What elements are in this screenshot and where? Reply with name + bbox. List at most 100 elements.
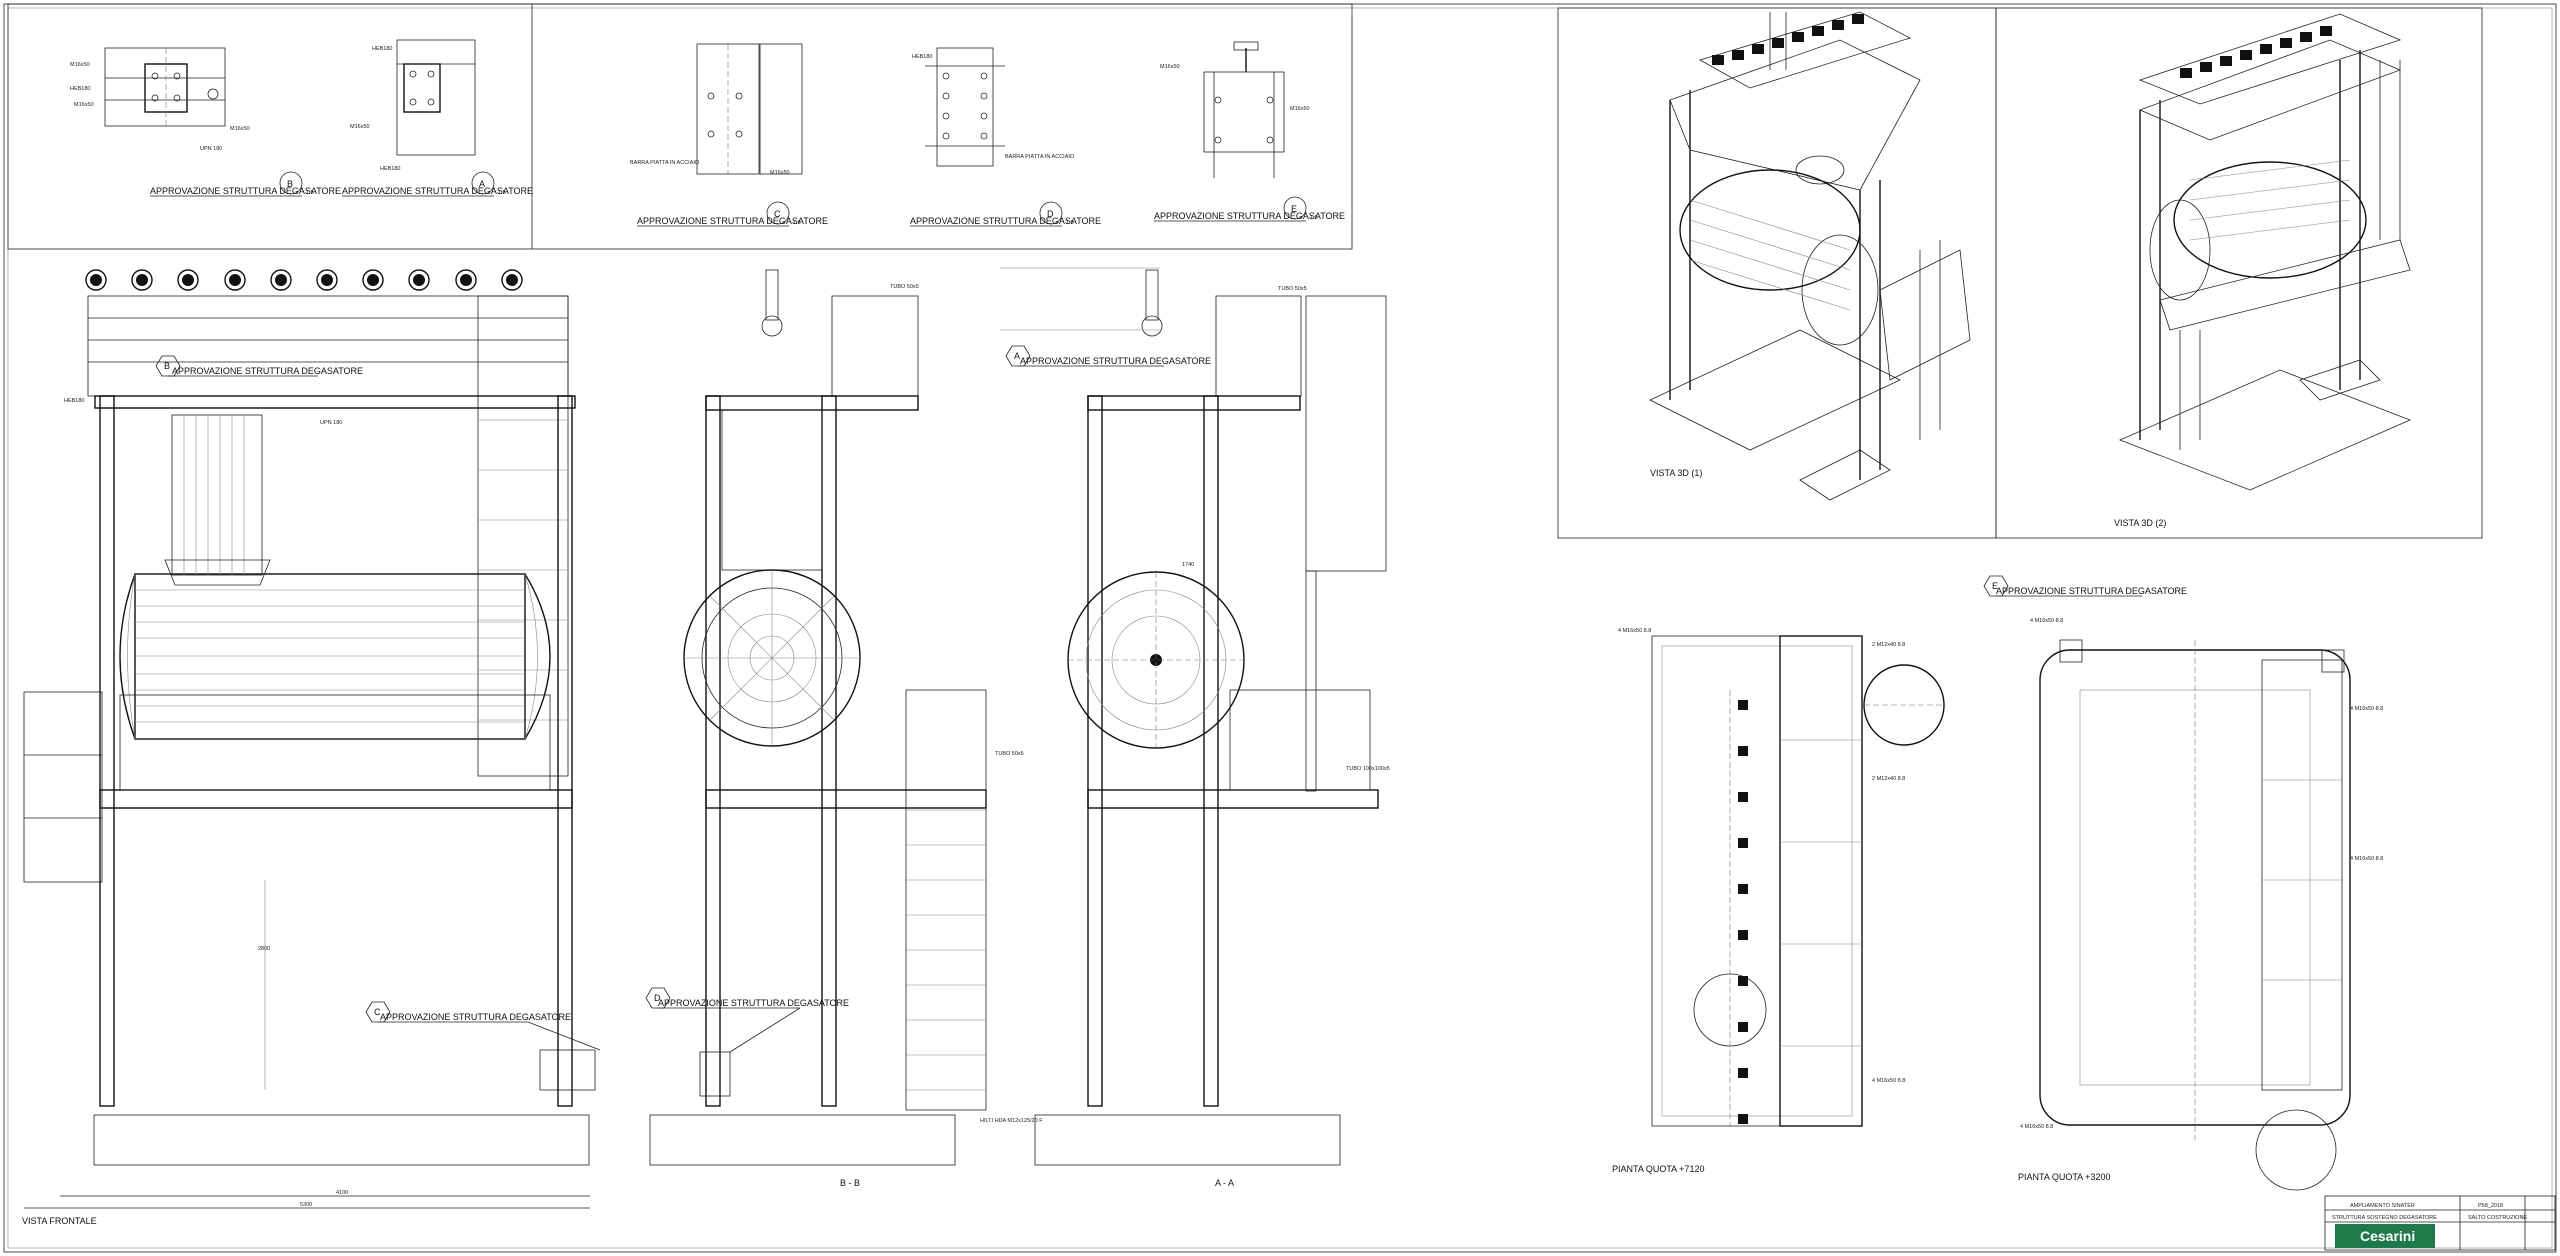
svg-text:APPROVAZIONE STRUTTURA DEGASAT: APPROVAZIONE STRUTTURA DEGASATORE — [1154, 211, 1345, 221]
callout-a: A APPROVAZIONE STRUTTURA DEGASATORE — [1005, 345, 1211, 367]
svg-text:SALTO COSTRUZIONE: SALTO COSTRUZIONE — [2468, 1215, 2527, 1221]
svg-text:M16x50: M16x50 — [70, 62, 90, 68]
svg-text:TUBO 50x5: TUBO 50x5 — [1278, 286, 1307, 292]
callout-d: D APPROVAZIONE STRUTTURA DEGASATORE — [645, 987, 849, 1053]
svg-text:APPROVAZIONE STRUTTURA DEGASAT: APPROVAZIONE STRUTTURA DEGASATORE — [910, 216, 1101, 226]
svg-text:TUBO 50x5: TUBO 50x5 — [890, 284, 919, 290]
svg-text:4 M16x50 8.8: 4 M16x50 8.8 — [1618, 628, 1651, 634]
svg-text:D: D — [1047, 209, 1054, 219]
svg-text:HILTI HDA M12x125/20 F: HILTI HDA M12x125/20 F — [980, 1118, 1043, 1124]
svg-text:4100: 4100 — [336, 1190, 348, 1196]
detail-strip: M16x50 HEB180 M16x50 M16x50 UPN 180 B AP… — [7, 3, 1353, 250]
svg-text:VISTA 3D (2): VISTA 3D (2) — [2114, 518, 2166, 528]
svg-text:M16x50: M16x50 — [350, 124, 370, 130]
svg-text:1:5: 1:5 — [498, 190, 506, 196]
svg-text:2 M12x40 8.8: 2 M12x40 8.8 — [1872, 642, 1905, 648]
svg-text:VISTA FRONTALE: VISTA FRONTALE — [22, 1216, 97, 1226]
callout-c: C APPROVAZIONE STRUTTURA DEGASATORE — [365, 1001, 601, 1051]
detail-c-drawing: BARRA PIATTA IN ACCIAIO M16x50 — [630, 43, 803, 176]
svg-text:M16x50: M16x50 — [1290, 106, 1310, 112]
svg-text:2 M12x40 8.8: 2 M12x40 8.8 — [1872, 776, 1905, 782]
svg-text:1:5: 1:5 — [306, 190, 314, 196]
svg-text:UPN 180: UPN 180 — [200, 146, 222, 152]
svg-text:1:5: 1:5 — [1310, 215, 1318, 221]
section-aa: 1740 TUBO 50x5 TUBO 100x100x5 A - A — [1000, 267, 1390, 1188]
aa-vessel-end — [1067, 571, 1245, 749]
svg-text:HEB180: HEB180 — [380, 166, 401, 172]
svg-text:B: B — [287, 179, 293, 189]
detail-b-drawing: M16x50 HEB180 M16x50 M16x50 UPN 180 — [70, 47, 250, 152]
detail-d-drawing: HEB180 BARRA PIATTA IN ACCIAIO — [912, 47, 1075, 167]
svg-text:A - A: A - A — [1215, 1178, 1234, 1188]
top-nozzles — [85, 269, 523, 291]
svg-text:APPROVAZIONE STRUTTURA DEGASAT: APPROVAZIONE STRUTTURA DEGASATORE — [658, 998, 849, 1008]
svg-text:Cesarini: Cesarini — [2360, 1228, 2415, 1244]
svg-text:C: C — [774, 209, 781, 219]
svg-text:E: E — [1992, 581, 1998, 591]
iso-view-1: VISTA 3D (1) — [1649, 11, 1971, 501]
plan-7120: 4 M16x50 8.8 2 M12x40 8.8 2 M12x40 8.8 4… — [1612, 628, 1945, 1174]
svg-text:APPROVAZIONE STRUTTURA DEGASAT: APPROVAZIONE STRUTTURA DEGASATORE — [637, 216, 828, 226]
detail-b-label: B APPROVAZIONE STRUTTURA DEGASATORE 1:5 — [150, 171, 341, 197]
svg-text:M16x50: M16x50 — [230, 126, 250, 132]
detail-e-drawing: M16x50 M16x50 — [1160, 41, 1310, 178]
svg-text:B: B — [164, 361, 170, 371]
svg-text:B - B: B - B — [840, 1178, 860, 1188]
bb-vessel-end — [683, 409, 861, 747]
svg-text:M16x50: M16x50 — [1160, 64, 1180, 70]
svg-text:HEB180: HEB180 — [64, 398, 85, 404]
svg-text:E: E — [1291, 204, 1297, 214]
callout-b: B APPROVAZIONE STRUTTURA DEGASATORE — [155, 355, 363, 377]
svg-text:APPROVAZIONE STRUTTURA DEGASAT: APPROVAZIONE STRUTTURA DEGASATORE — [172, 366, 363, 376]
svg-text:HEB180: HEB180 — [372, 46, 393, 52]
svg-text:TUBO 100x100x5: TUBO 100x100x5 — [1346, 766, 1390, 772]
svg-text:4 M16x50 8.8: 4 M16x50 8.8 — [2350, 706, 2383, 712]
svg-text:5300: 5300 — [300, 1202, 312, 1208]
detail-c-label: C APPROVAZIONE STRUTTURA DEGASATORE 1:5 — [637, 201, 828, 227]
svg-text:PIANTA QUOTA +7120: PIANTA QUOTA +7120 — [1612, 1164, 1704, 1174]
svg-text:BARRA PIATTA IN ACCIAIO: BARRA PIATTA IN ACCIAIO — [1005, 154, 1075, 160]
svg-text:APPROVAZIONE STRUTTURA DEGASAT: APPROVAZIONE STRUTTURA DEGASATORE — [380, 1012, 571, 1022]
title-block: AMPLIAMENTO SINATER STRUTTURA SOSTEGNO D… — [2324, 1195, 2556, 1251]
front-vessel — [119, 414, 551, 740]
svg-text:APPROVAZIONE STRUTTURA DEGASAT: APPROVAZIONE STRUTTURA DEGASATORE — [342, 186, 533, 196]
svg-text:BARRA PIATTA IN ACCIAIO: BARRA PIATTA IN ACCIAIO — [630, 160, 700, 166]
svg-text:APPROVAZIONE STRUTTURA DEGASAT: APPROVAZIONE STRUTTURA DEGASATORE — [1020, 356, 1211, 366]
callout-e: E APPROVAZIONE STRUTTURA DEGASATORE — [1983, 575, 2187, 597]
svg-text:P58_2018: P58_2018 — [2478, 1203, 2503, 1209]
plan-3200: 4 M16x50 8.8 4 M16x50 8.8 4 M16x50 8.8 4… — [2018, 618, 2383, 1191]
svg-text:AMPLIAMENTO SINATER: AMPLIAMENTO SINATER — [2350, 1203, 2415, 1209]
svg-text:A: A — [1014, 351, 1020, 361]
svg-text:4 M16x50 8.8: 4 M16x50 8.8 — [2350, 856, 2383, 862]
svg-text:C: C — [374, 1007, 381, 1017]
iso-view-2: VISTA 3D (2) — [2114, 13, 2412, 528]
svg-text:2800: 2800 — [258, 946, 270, 952]
detail-a-drawing: HEB180 M16x50 HEB180 — [350, 39, 476, 172]
svg-text:4 M16x50 8.8: 4 M16x50 8.8 — [2030, 618, 2063, 624]
svg-text:1740: 1740 — [1182, 562, 1194, 568]
svg-text:A: A — [479, 179, 485, 189]
svg-text:4 M16x50 8.8: 4 M16x50 8.8 — [1872, 1078, 1905, 1084]
detail-d-label: D APPROVAZIONE STRUTTURA DEGASATORE 1:5 — [910, 201, 1101, 227]
svg-text:1:5: 1:5 — [1066, 220, 1074, 226]
svg-text:APPROVAZIONE STRUTTURA DEGASAT: APPROVAZIONE STRUTTURA DEGASATORE — [1996, 586, 2187, 596]
iso-views: VISTA 3D (1) — [1557, 7, 2483, 539]
svg-text:D: D — [654, 993, 661, 1003]
svg-text:1:5: 1:5 — [793, 220, 801, 226]
svg-text:TUBO 50x5: TUBO 50x5 — [995, 751, 1024, 757]
svg-text:M16x50: M16x50 — [770, 170, 790, 176]
svg-text:APPROVAZIONE STRUTTURA DEGASAT: APPROVAZIONE STRUTTURA DEGASATORE — [150, 186, 341, 196]
section-bb: HILTI HDA M12x125/20 F TUBO 50x5 TUBO 50… — [649, 269, 1043, 1188]
svg-text:HEB180: HEB180 — [912, 54, 933, 60]
svg-text:VISTA 3D (1): VISTA 3D (1) — [1650, 468, 1702, 478]
detail-e-label: E APPROVAZIONE STRUTTURA DEGASATORE 1:5 — [1154, 196, 1345, 222]
detail-a-label: A APPROVAZIONE STRUTTURA DEGASATORE 1:5 — [342, 171, 533, 197]
svg-text:PIANTA QUOTA +3200: PIANTA QUOTA +3200 — [2018, 1172, 2110, 1182]
front-view: 5300 4100 2800 HEB180 UPN 180 VISTA FRON… — [22, 269, 596, 1226]
svg-text:M16x50: M16x50 — [74, 102, 94, 108]
svg-text:UPN 180: UPN 180 — [320, 420, 342, 426]
svg-text:STRUTTURA SOSTEGNO DEGASATORE: STRUTTURA SOSTEGNO DEGASATORE — [2332, 1215, 2437, 1221]
svg-text:4 M16x50 8.8: 4 M16x50 8.8 — [2020, 1124, 2053, 1130]
svg-text:HEB180: HEB180 — [70, 86, 91, 92]
